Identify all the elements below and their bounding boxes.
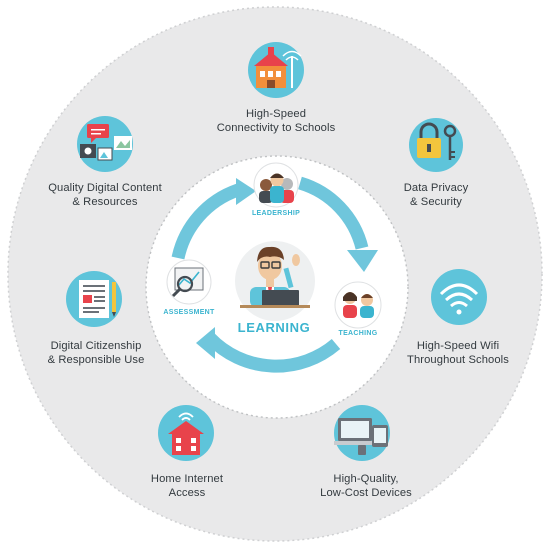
arrowhead-leadership [236,178,256,205]
label-assessment: ASSESSMENT [163,309,215,316]
arrow-assessment-to-leadership [171,183,241,260]
label-learning: LEARNING [237,320,311,335]
label-teaching: TEACHING [338,330,378,337]
arrow-teaching-to-assessment [205,333,341,373]
cycle-arrows [171,176,369,373]
assessment-icon [166,259,212,305]
student-icon [235,241,315,321]
arrowhead-assessment [196,327,215,359]
padlock-key-icon [409,118,463,172]
leadership-icon [253,162,299,208]
label-leadership: LEADERSHIP [251,210,301,217]
arrow-leadership-to-teaching [297,176,369,250]
label-digital-content: Quality Digital Content& Resources [48,182,162,208]
document-icon [66,271,122,327]
media-content-icon [77,116,133,172]
arrowhead-teaching [347,250,378,272]
label-data-privacy: Data Privacy& Security [403,182,469,208]
label-devices: High-Quality,Low-Cost Devices [320,473,412,499]
home-wifi-icon [158,405,214,461]
wifi-icon [431,269,487,325]
teaching-icon [334,281,382,329]
devices-icon [334,405,390,461]
arrow-heads [196,178,378,359]
label-citizenship: Digital Citizenship& Responsible Use [47,340,145,366]
school-building-icon [248,42,304,98]
